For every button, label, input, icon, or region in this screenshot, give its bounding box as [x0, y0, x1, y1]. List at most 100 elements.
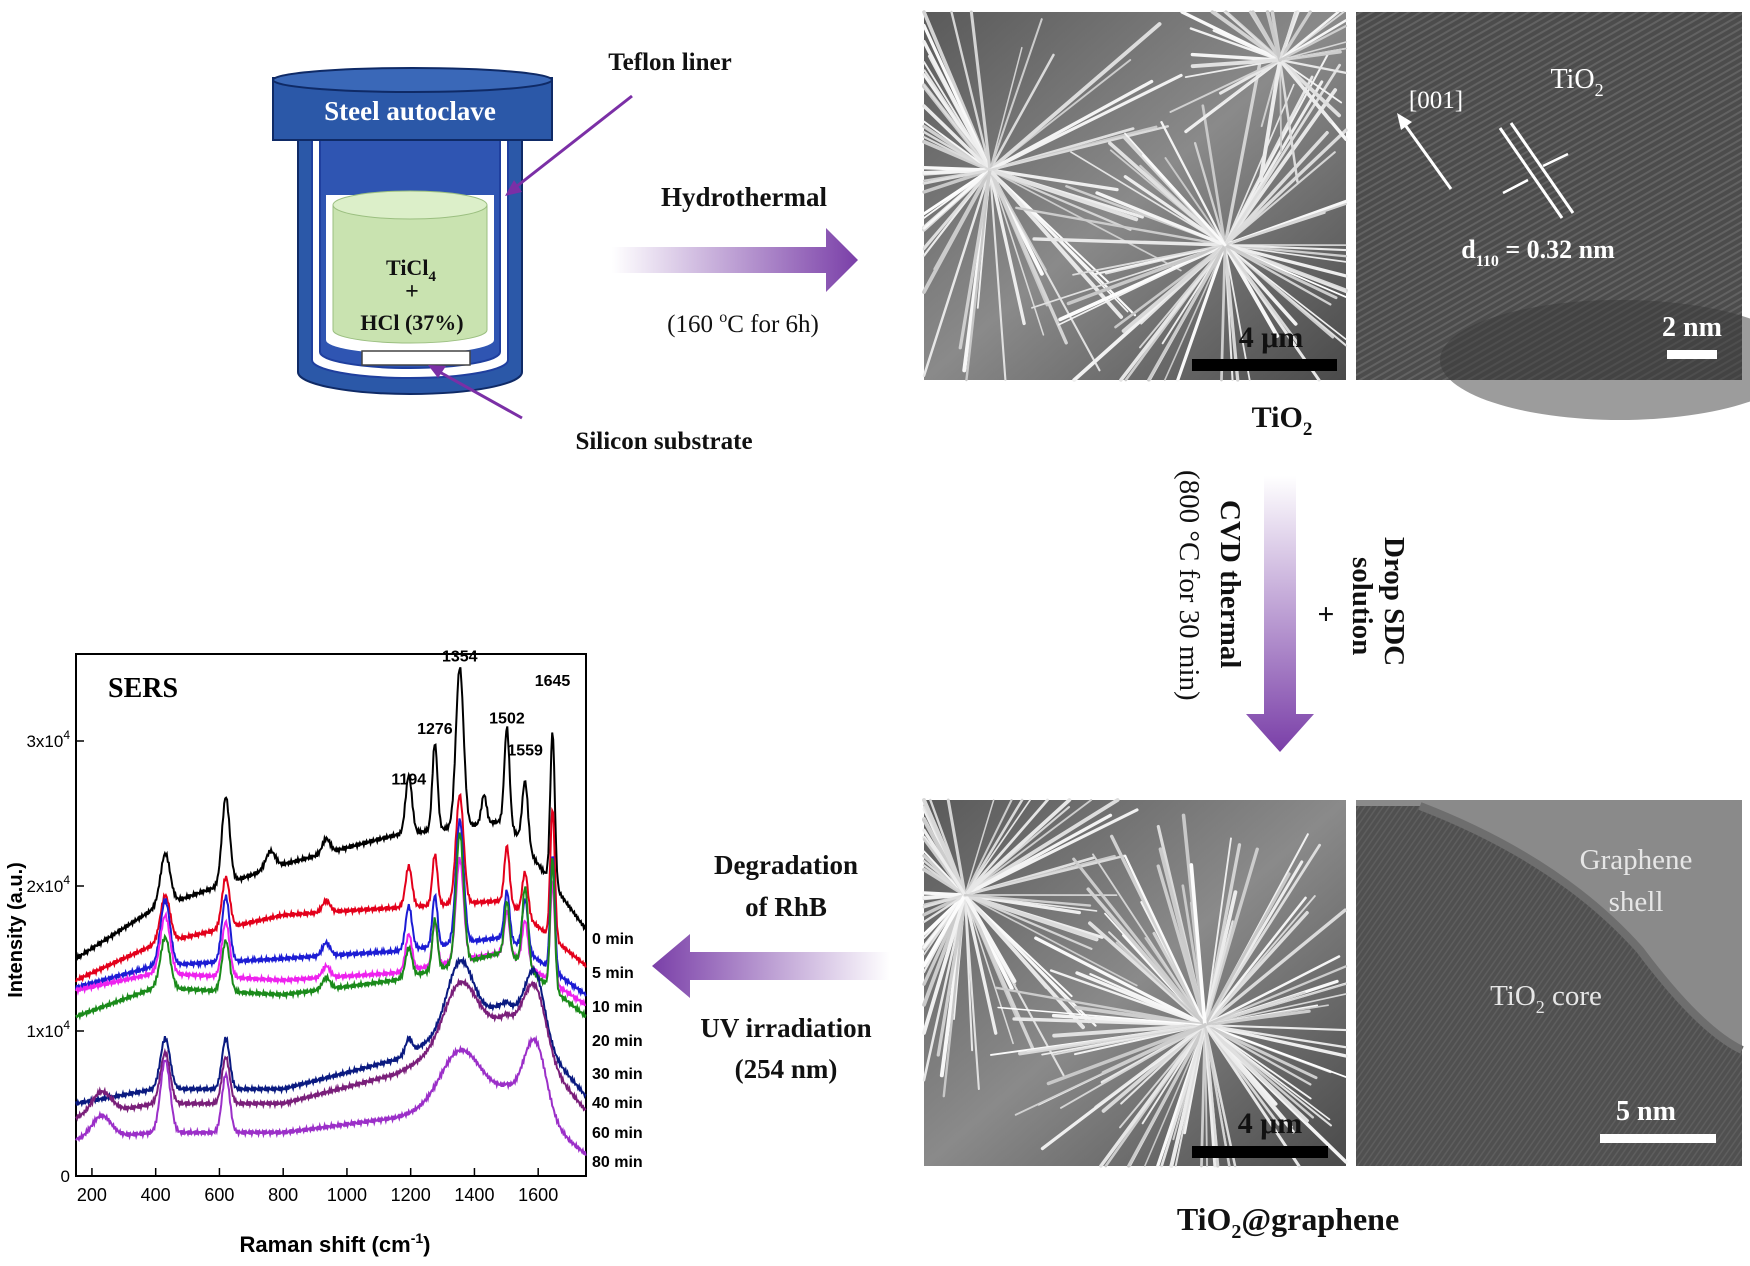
y-tick-label: 3x104: [26, 728, 70, 751]
nanorod: [933, 168, 992, 271]
nanorod: [1200, 1023, 1207, 1168]
nanorod: [1203, 1023, 1301, 1168]
nanorod: [1278, 58, 1348, 75]
nanorod: [1142, 153, 1227, 247]
series-label: 0 min: [592, 931, 634, 948]
nanorod: [988, 168, 1119, 192]
nanorod: [950, 10, 992, 172]
nanorod: [1201, 104, 1227, 247]
nanorod: [1203, 920, 1234, 1027]
nanorod: [1074, 1005, 1207, 1027]
nanorod: [1223, 243, 1338, 300]
nanorod: [1072, 857, 1207, 1027]
graphene-tem-scale-bar: [1600, 1134, 1716, 1143]
nanorod: [1265, 10, 1282, 62]
cvd-line1: Drop SDC: [1378, 537, 1410, 666]
d-spacing-label: d110 = 0.32 nm: [1461, 235, 1615, 270]
hydrothermal-arrow: [612, 228, 858, 292]
nanorod: [1072, 244, 1226, 276]
y-tick-label: 1x104: [26, 1018, 70, 1041]
x-tick-label: 200: [77, 1185, 107, 1205]
nanorod: [1224, 244, 1347, 341]
peak-label: 1559: [507, 743, 543, 760]
tem-material-label: TiO2: [1550, 64, 1603, 100]
nanorod: [1203, 1023, 1318, 1080]
nanorod: [1169, 59, 1281, 113]
graphene-tem-scale-label: 5 nm: [1616, 1096, 1676, 1127]
graphene-needle-cluster: [922, 798, 1348, 1168]
nanorod: [1144, 1024, 1206, 1167]
nanorod: [1278, 24, 1348, 62]
nanorod: [1158, 847, 1207, 1027]
nanorod: [1223, 243, 1280, 338]
autoclave-title: Steel autoclave: [324, 96, 496, 126]
nanorod: [922, 168, 992, 185]
nanorod: [1203, 1023, 1348, 1058]
nanorod: [1204, 1024, 1347, 1078]
series-line-0-min: [75, 666, 587, 961]
reagent-plus: +: [405, 279, 419, 305]
teflon-pointer: [511, 94, 633, 192]
peak-label: 1645: [535, 673, 571, 690]
nanorod: [1190, 52, 1282, 62]
autoclave-diagram: Steel autoclave TiCl4 + HCl (37%) Teflon…: [272, 49, 753, 455]
cvd-arrow: [1246, 476, 1314, 752]
nanorod: [1220, 243, 1227, 382]
cvd-plus: +: [1309, 605, 1342, 622]
nanorod: [1046, 1023, 1207, 1086]
solution-body: [332, 204, 488, 344]
peak-label: 1354: [442, 648, 478, 665]
graphene-sem-image: 4 μm: [922, 798, 1348, 1168]
nanorod: [1147, 243, 1227, 382]
nanorod: [1119, 243, 1227, 382]
nanorod: [963, 813, 1113, 897]
nanorod: [1279, 47, 1347, 61]
nanorod: [1092, 853, 1206, 1026]
nanorod: [1095, 1024, 1206, 1107]
degradation-line1: Degradation: [714, 850, 858, 880]
tio2-caption: TiO2: [1252, 401, 1313, 440]
nanorod: [922, 893, 967, 1035]
series-label: 40 min: [592, 1095, 643, 1112]
nanorod: [1279, 41, 1347, 61]
nanorod: [1176, 243, 1227, 382]
nanorod: [963, 798, 1013, 897]
nanorod: [963, 798, 1049, 897]
nanorod: [1203, 1023, 1348, 1049]
shell-label-1: Graphene: [1580, 844, 1693, 876]
nanorod: [922, 136, 992, 172]
nanorod: [1223, 243, 1348, 252]
nanorod: [923, 894, 966, 940]
tem-shell-edge: [1418, 802, 1744, 1054]
substrate-label: Silicon substrate: [575, 428, 752, 455]
nanorod: [1193, 141, 1227, 247]
nanorod: [1212, 29, 1282, 62]
nanorod: [1278, 10, 1340, 62]
nanorod: [969, 10, 992, 172]
nanorod: [988, 125, 1169, 172]
tio2-needle-cluster: [922, 10, 1348, 382]
spacing-arrow-2: [1542, 152, 1569, 168]
nanorod: [1139, 244, 1226, 349]
silicon-substrate: [361, 350, 471, 366]
nanorod: [1223, 243, 1348, 278]
nanorod: [1278, 58, 1333, 124]
reagent-ticl4: TiCl4: [386, 255, 436, 285]
degradation-line3: UV irradiation: [700, 1013, 871, 1043]
nanorod: [946, 798, 967, 897]
chart-title: SERS: [108, 673, 178, 704]
nanorod: [922, 893, 967, 968]
nanorod: [1223, 243, 1240, 382]
nanorod: [922, 39, 992, 172]
series-line-40-min: [75, 955, 587, 1108]
nanorod: [1204, 1024, 1312, 1100]
nanorod: [958, 168, 992, 350]
nanorod: [1123, 175, 1227, 247]
nanorod: [1164, 244, 1226, 381]
nanorod: [1049, 969, 1207, 1027]
nanorod: [1203, 1023, 1219, 1159]
nanorod: [1032, 237, 1227, 247]
spacing-arrow-1: [1502, 178, 1529, 195]
